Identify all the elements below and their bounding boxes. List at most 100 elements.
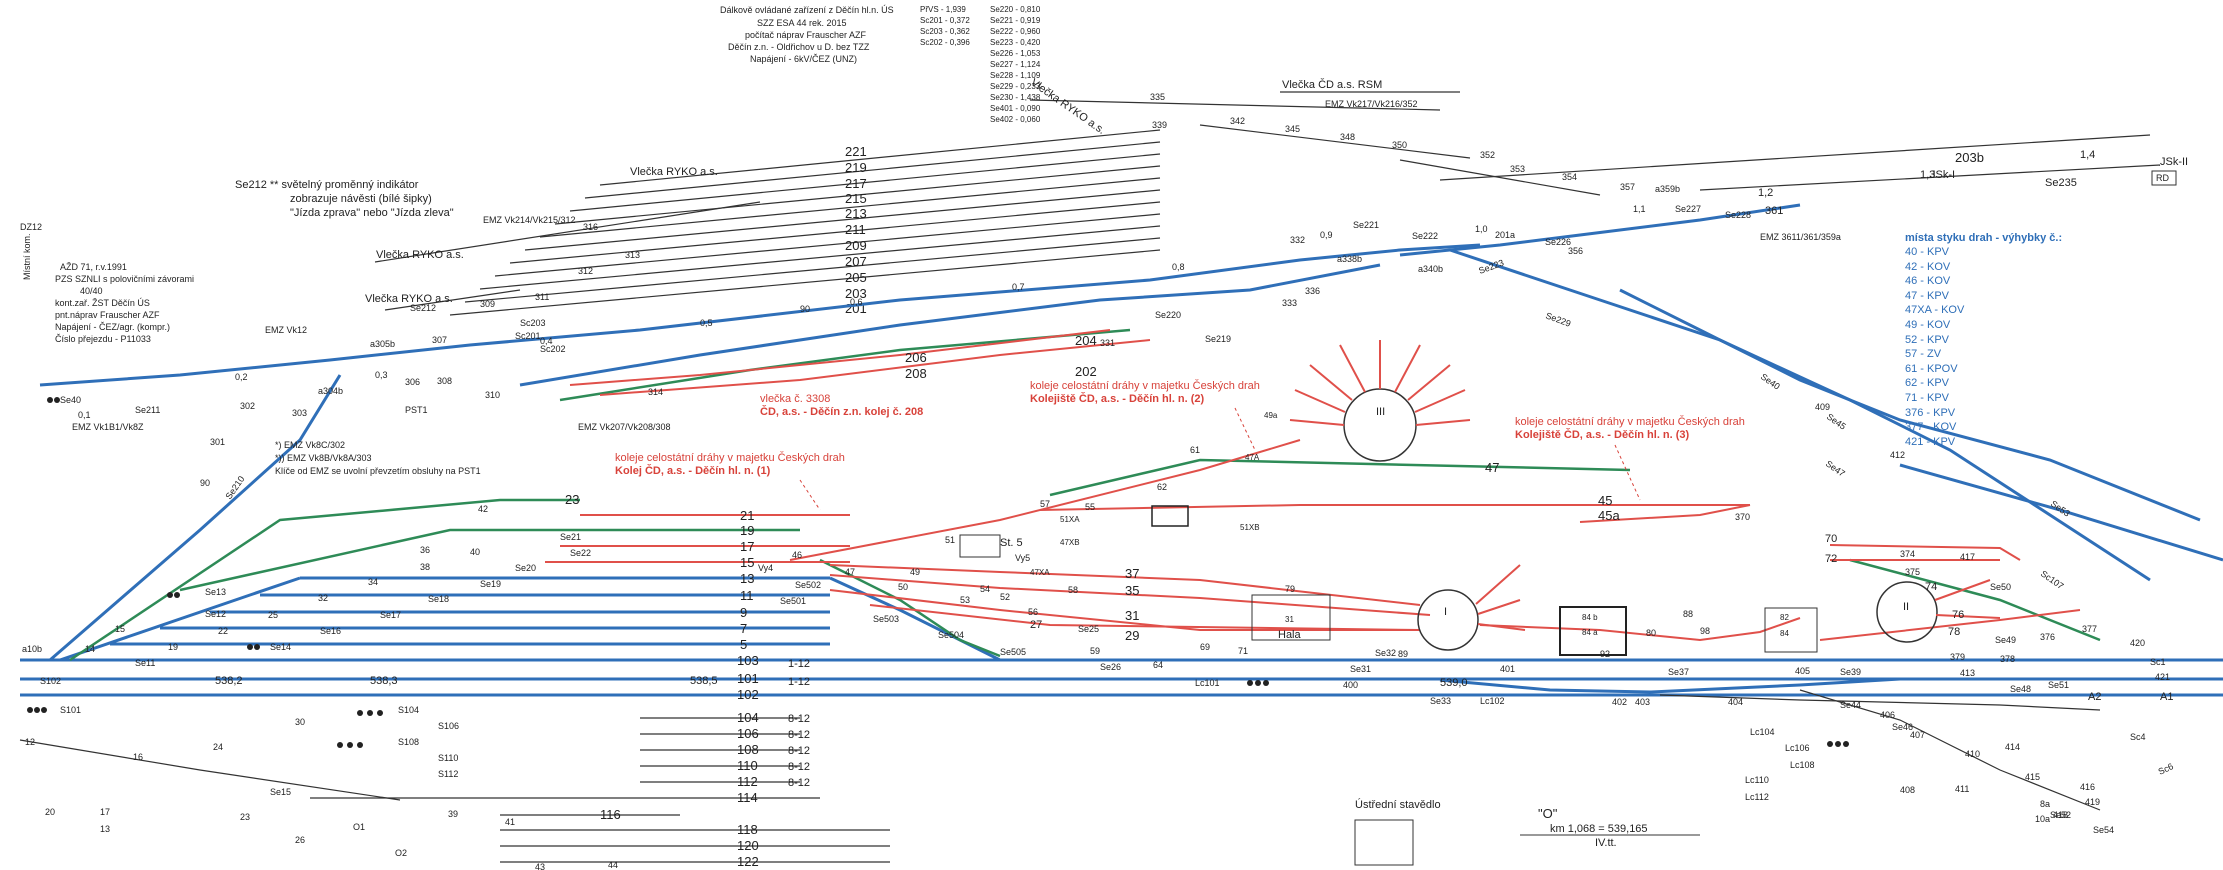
point-370: 370 xyxy=(1735,512,1750,522)
range-1-12-b: 1-12 xyxy=(788,676,810,688)
signal-se39: Se39 xyxy=(1840,667,1861,677)
signal-sc201: Sc201 xyxy=(515,331,541,341)
signal-dot xyxy=(34,707,40,713)
point-353: 353 xyxy=(1510,164,1525,174)
signal-se33: Se33 xyxy=(1430,696,1451,706)
track-213-label: 213 xyxy=(845,206,867,221)
km-ivtt: IV.tt. xyxy=(1595,837,1617,849)
km-c2-10: Se402 - 0,060 xyxy=(990,115,1041,124)
track-122-label: 122 xyxy=(737,854,759,869)
kolej2-l1: koleje celostátní dráhy v majetku Českýc… xyxy=(1030,379,1260,392)
siding-352-line xyxy=(1199,124,1471,159)
building-84 xyxy=(1559,606,1627,656)
legend-item: 377 - KOV xyxy=(1905,421,1957,434)
se212-note: Se212 ** světelný proměnný indikátor zob… xyxy=(235,179,454,219)
n14-label: 1,4 xyxy=(2080,149,2095,161)
point-401: 401 xyxy=(1500,664,1515,674)
point-64: 64 xyxy=(1153,660,1163,670)
legend-item: 61 - KPOV xyxy=(1905,362,1958,375)
point-307: 307 xyxy=(432,335,447,345)
point-331: 331 xyxy=(1100,338,1115,348)
track-lower-left xyxy=(19,739,401,801)
misc-1-0: 1,0 xyxy=(1475,224,1488,234)
point-72: 72 xyxy=(1825,553,1837,565)
point-50: 50 xyxy=(898,582,908,592)
track-217-label: 217 xyxy=(845,176,867,191)
signal-dot xyxy=(1263,680,1269,686)
range-8-12-d: 8-12 xyxy=(788,761,810,773)
signal-sc107: Sc107 xyxy=(2039,568,2066,591)
point-47xa: 47XA xyxy=(1030,568,1050,577)
point-302: 302 xyxy=(240,401,255,411)
point-78: 78 xyxy=(1948,626,1960,638)
point-88: 88 xyxy=(1683,609,1693,619)
track-green-right xyxy=(1849,558,2101,642)
signal-se25: Se25 xyxy=(1078,624,1099,634)
siding-cd-rsm-label: Vlečka ČD a.s. RSM xyxy=(1282,78,1382,91)
point-54: 54 xyxy=(980,584,990,594)
red-tracks xyxy=(545,329,2081,642)
point-336: 336 xyxy=(1305,286,1320,296)
legend-item: 52 - KPV xyxy=(1905,333,1950,346)
header-line5: Napájení - 6kV/ČEZ (UNZ) xyxy=(750,54,857,64)
legend-item: 49 - KOV xyxy=(1905,318,1951,331)
misc-0-9: 0,9 xyxy=(1320,230,1333,240)
track-red-right xyxy=(1479,617,1801,642)
pst1-label: PST1 xyxy=(405,405,428,415)
track-29-label: 29 xyxy=(1125,628,1139,643)
track-blue-left xyxy=(49,374,342,662)
emz4-label: EMZ Vk207/Vk208/308 xyxy=(578,422,671,432)
point-14: 14 xyxy=(85,644,95,654)
signal-se20: Se20 xyxy=(515,563,536,573)
track-106-label: 106 xyxy=(737,726,759,741)
misc-1-1: 1,1 xyxy=(1633,204,1646,214)
range-8-12-a: 8-12 xyxy=(788,713,810,725)
track-fan-blue xyxy=(59,576,301,662)
track-209-label: 209 xyxy=(845,238,867,253)
point-310: 310 xyxy=(485,390,500,400)
km-c2-3: Se223 - 0,420 xyxy=(990,38,1041,47)
legend-title: místa styku drah - výhybky č.: xyxy=(1905,232,2063,244)
point-49: 49 xyxy=(910,567,920,577)
left-line-6: Číslo přejezdu - P11033 xyxy=(55,334,151,344)
track-104-label: 104 xyxy=(737,710,759,725)
track-47 xyxy=(1049,458,1631,497)
track-35 xyxy=(829,564,1421,606)
building-82 xyxy=(1764,607,1818,653)
left-line-0: AŽD 71, r.v.1991 xyxy=(60,262,127,272)
signal-s106: S106 xyxy=(438,721,459,731)
main-line-2 xyxy=(1699,164,2161,191)
point-74: 74 xyxy=(1925,581,1937,593)
km-c2-1: Se221 - 0,919 xyxy=(990,16,1041,25)
signal-se46: Se46 xyxy=(1892,722,1913,732)
track-green-merge xyxy=(819,558,1001,658)
point-338b: a338b xyxy=(1337,254,1362,264)
rd-label: RD xyxy=(2156,173,2169,183)
left-vertical: Místní kom. xyxy=(22,233,32,280)
signal-se18: Se18 xyxy=(428,594,449,604)
se212-note-l2: zobrazuje návěsti (bílé šipky) xyxy=(290,193,432,205)
track-45a-label: 45a xyxy=(1598,508,1620,523)
header-line3: počítač náprav Frauscher AZF xyxy=(745,30,867,40)
point-375: 375 xyxy=(1905,567,1920,577)
point-91: 90 xyxy=(200,478,210,488)
track-45-label: 45 xyxy=(1598,493,1612,508)
point-10a: 10a xyxy=(2035,814,2050,824)
signal-dot xyxy=(357,710,363,716)
point-305b: a305b xyxy=(370,339,395,349)
track-203-label: 203 xyxy=(845,286,867,301)
signal-se32: Se32 xyxy=(1375,648,1396,658)
signal-se501: Se501 xyxy=(780,596,806,606)
se212-note-l1: Se212 ** světelný proměnný indikátor xyxy=(235,179,419,191)
point-o1: O1 xyxy=(353,822,365,832)
km-table: PřVS - 1,939 Sc201 - 0,372 Sc203 - 0,362… xyxy=(920,5,1041,124)
point-350: 350 xyxy=(1392,140,1407,150)
track-101-label: 101 xyxy=(737,671,759,686)
vlecka-3308-l1: vlečka č. 3308 xyxy=(760,393,830,405)
track-37-label: 37 xyxy=(1125,566,1139,581)
signal-se40b: Se40 xyxy=(1759,371,1782,391)
km-c1-1: Sc201 - 0,372 xyxy=(920,16,970,25)
point-56: 56 xyxy=(1028,607,1038,617)
se235-label: Se235 xyxy=(2045,177,2077,189)
point-304b: a304b xyxy=(318,386,343,396)
